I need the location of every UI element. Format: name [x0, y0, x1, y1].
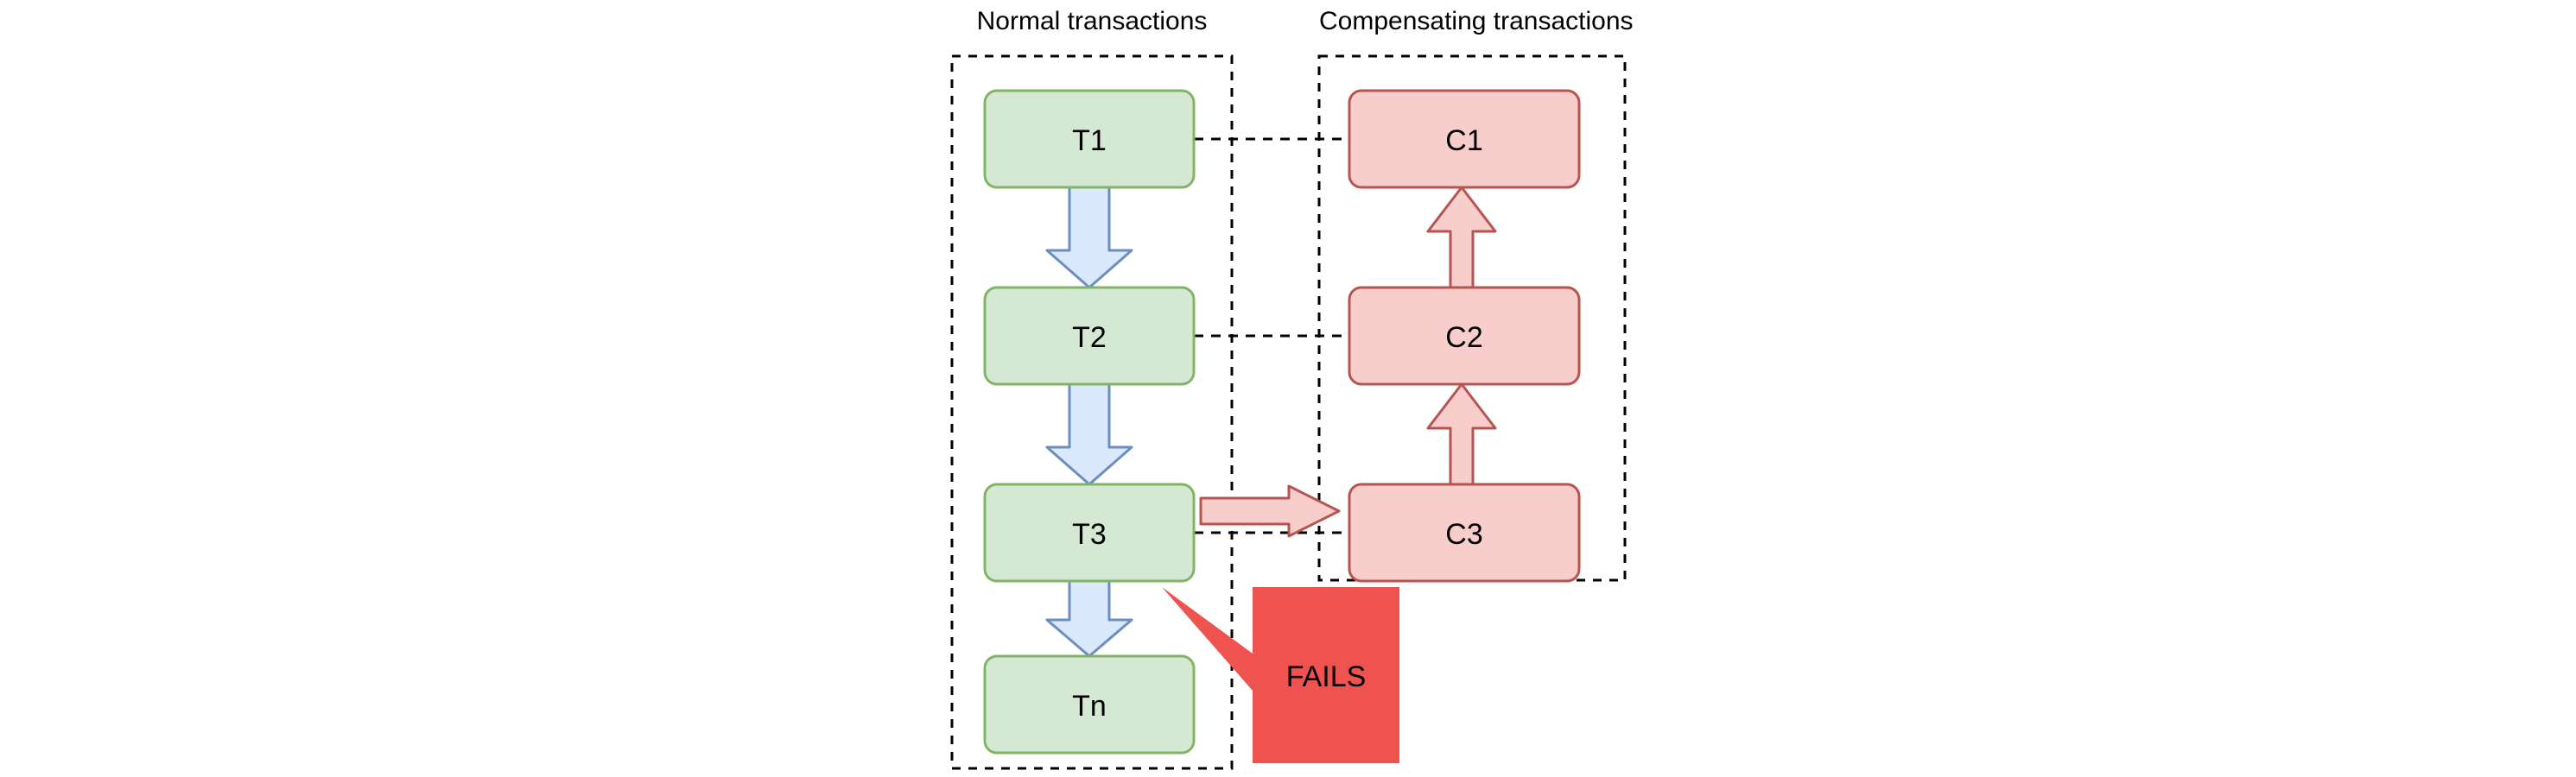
- node-t3[interactable]: [983, 483, 1196, 583]
- node-t1[interactable]: [983, 89, 1196, 189]
- group-title-compensating: Compensating transactions: [1319, 7, 1634, 35]
- compensating-arrow-c2-c1: [1426, 186, 1497, 289]
- node-c1[interactable]: [1348, 89, 1581, 189]
- group-container-normal: [950, 54, 1234, 770]
- node-c3[interactable]: [1348, 483, 1581, 583]
- node-c2[interactable]: [1348, 286, 1581, 386]
- fails-callout: [1162, 587, 1399, 763]
- flow-arrow-t1-t2: [1045, 186, 1133, 289]
- node-t2[interactable]: [983, 286, 1196, 386]
- fails-label: FAILS: [1285, 660, 1367, 693]
- group-container-compensating: [1317, 54, 1627, 582]
- flow-arrow-t2-t3: [1045, 382, 1133, 486]
- trigger-arrow-t3-c3: [1199, 484, 1341, 538]
- compensating-arrow-c3-c2: [1426, 382, 1497, 486]
- group-title-normal: Normal transactions: [976, 7, 1208, 35]
- node-tn[interactable]: [983, 654, 1196, 755]
- flow-arrow-t3-tn: [1045, 579, 1133, 658]
